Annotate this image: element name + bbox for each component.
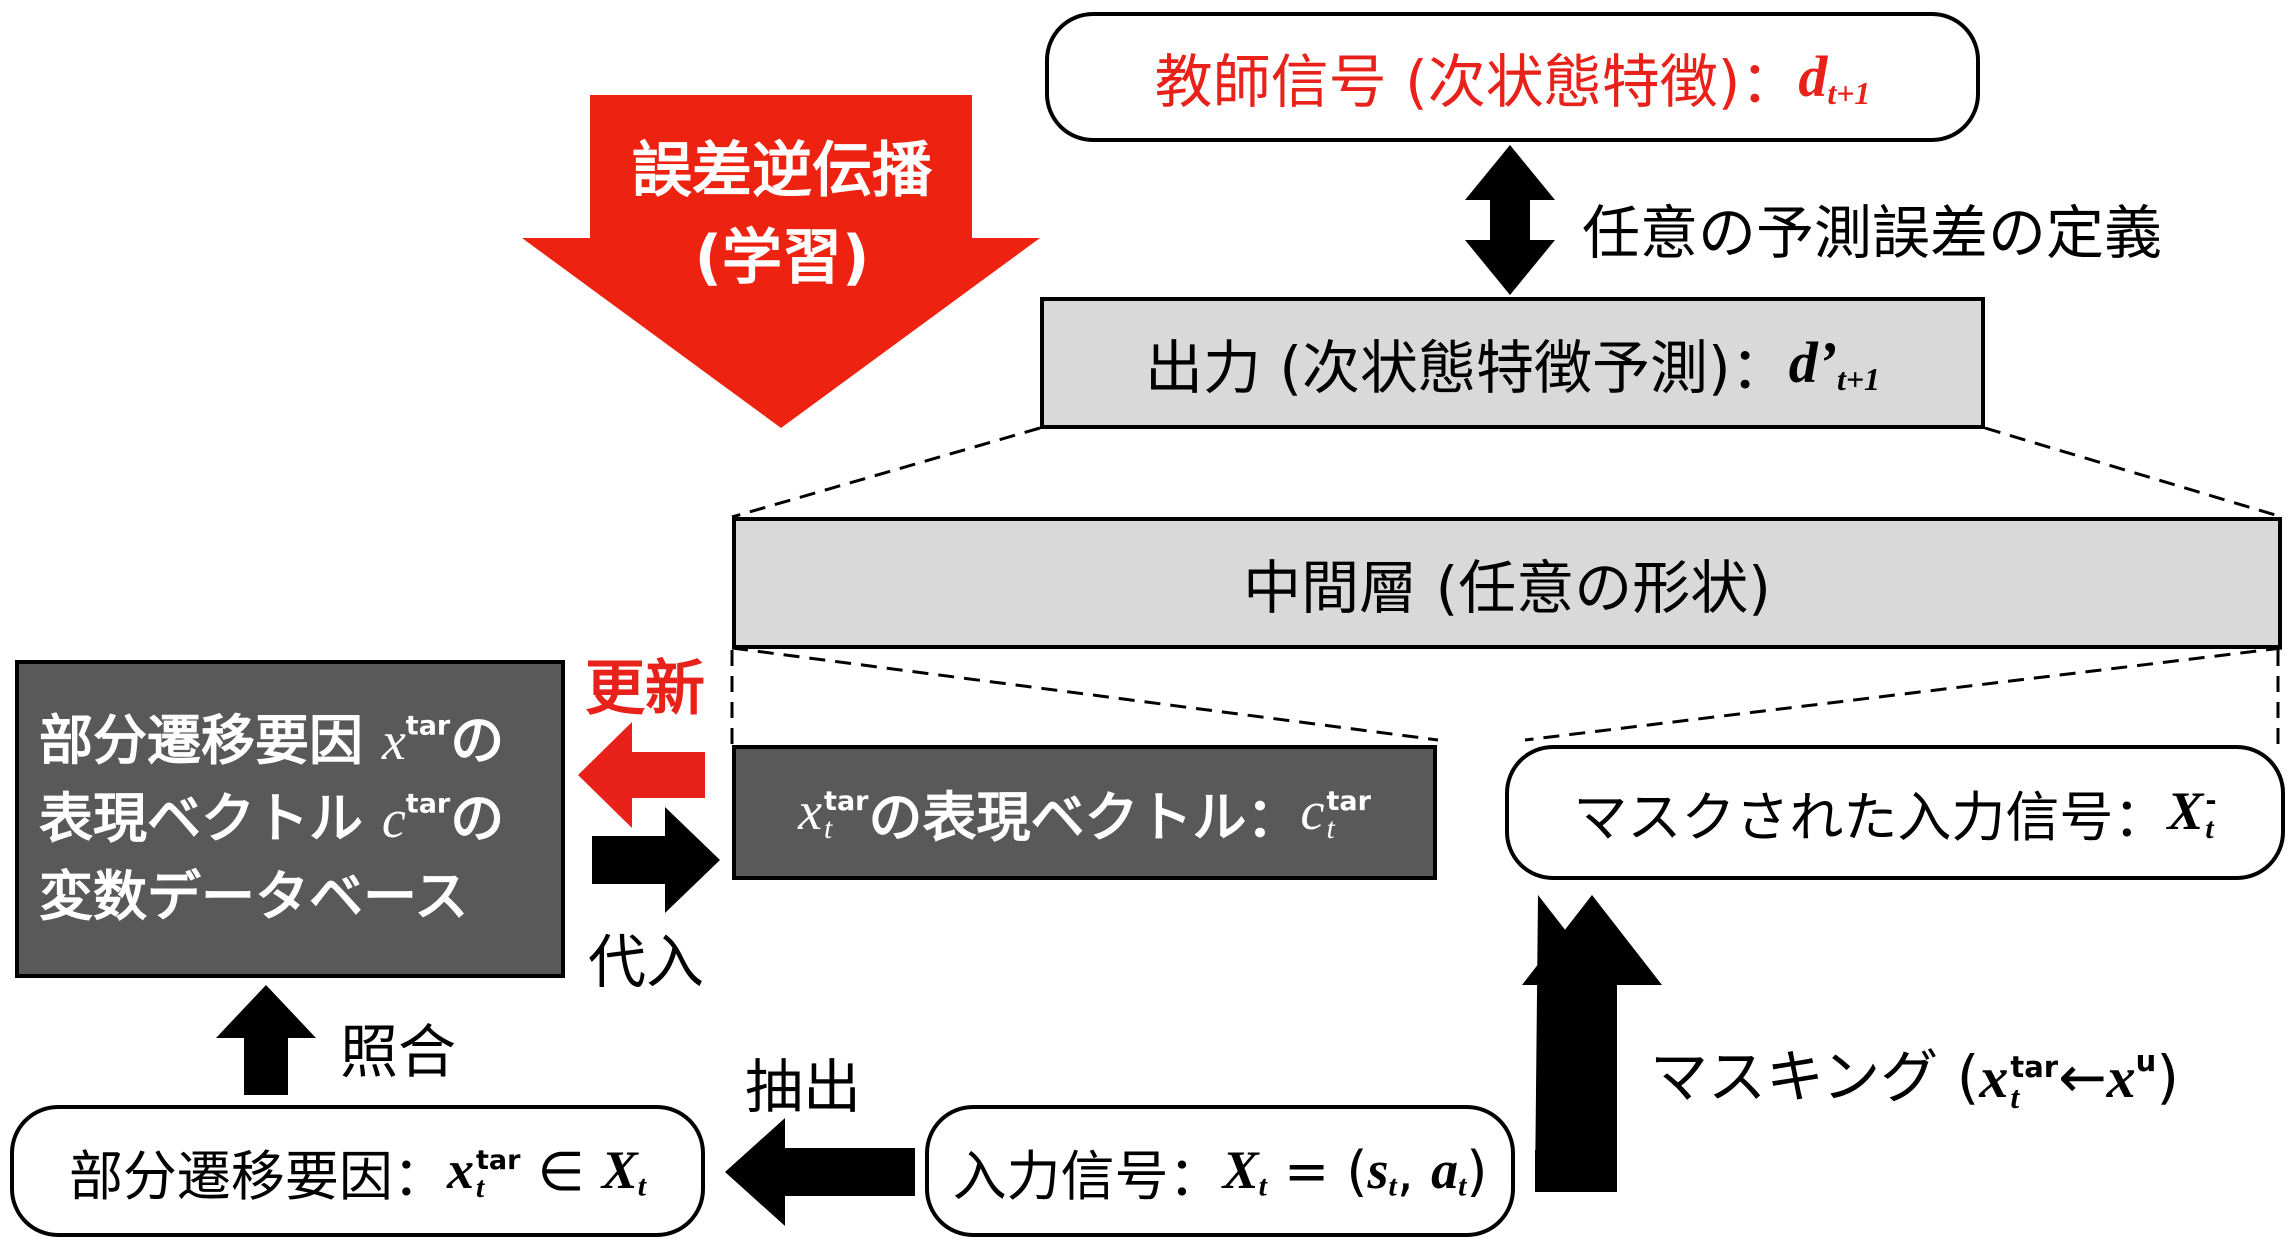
masked-input-label: マスクされた入力信号： <box>1573 786 2168 849</box>
match-arrow <box>216 985 316 1095</box>
output-box: 出力 (次状態特徴予測)： d’t+1 <box>1040 297 1985 429</box>
masked-input-symbol: X-t <box>2167 781 2217 846</box>
repr-mid-label: の表現ベクトル： <box>868 786 1301 849</box>
database-line3: 変数データベース <box>39 865 469 929</box>
substitute-label: 代入 <box>588 928 705 996</box>
database-line2: 表現ベクトル ctarの <box>39 786 505 850</box>
backprop-label: 誤差逆伝播 (学習) <box>612 128 952 302</box>
hidden-layer-box: 中間層 (任意の形状) <box>732 517 2282 649</box>
update-arrow <box>578 722 705 828</box>
masking-arrow-head <box>1522 895 1662 1190</box>
teacher-signal-box: 教師信号 (次状態特徴)： dt+1 <box>1045 12 1980 142</box>
update-label: 更新 <box>585 654 705 724</box>
substitute-arrow <box>592 807 720 913</box>
hidden-layer-label: 中間層 (任意の形状) <box>1243 554 1771 622</box>
teacher-signal-label: 教師信号 (次状態特徴)： <box>1154 48 1799 116</box>
database-line1: 部分遷移要因 xtarの <box>39 708 505 772</box>
dash-line <box>1524 646 2283 742</box>
teacher-signal-symbol: dt+1 <box>1798 43 1871 111</box>
extract-label: 抽出 <box>745 1053 862 1121</box>
input-signal-box: 入力信号： Xt = ( st , at ) <box>925 1105 1515 1237</box>
dash-line <box>731 646 1439 742</box>
output-symbol: d’t+1 <box>1788 329 1880 397</box>
masking-arrow-foot <box>1535 1150 1617 1192</box>
backprop-line2: (学習) <box>694 223 870 293</box>
input-signal-label: 入力信号： <box>952 1144 1223 1208</box>
error-definition-label: 任意の予測誤差の定義 <box>1582 199 2163 267</box>
database-box: 部分遷移要因 xtarの 表現ベクトル ctarの 変数データベース <box>15 660 565 978</box>
partial-factor-label: 部分遷移要因： <box>68 1144 447 1208</box>
backprop-line1: 誤差逆伝播 <box>632 136 932 206</box>
extract-arrow <box>725 1118 915 1226</box>
dash-line <box>1984 426 2283 519</box>
output-label: 出力 (次状態特徴予測)： <box>1144 334 1789 402</box>
masked-input-box: マスクされた入力信号： X-t <box>1505 745 2285 880</box>
backprop-arrow <box>522 95 1040 428</box>
match-label: 照合 <box>340 1018 457 1086</box>
dash-line <box>731 426 1041 519</box>
error-double-arrow <box>1465 145 1555 295</box>
